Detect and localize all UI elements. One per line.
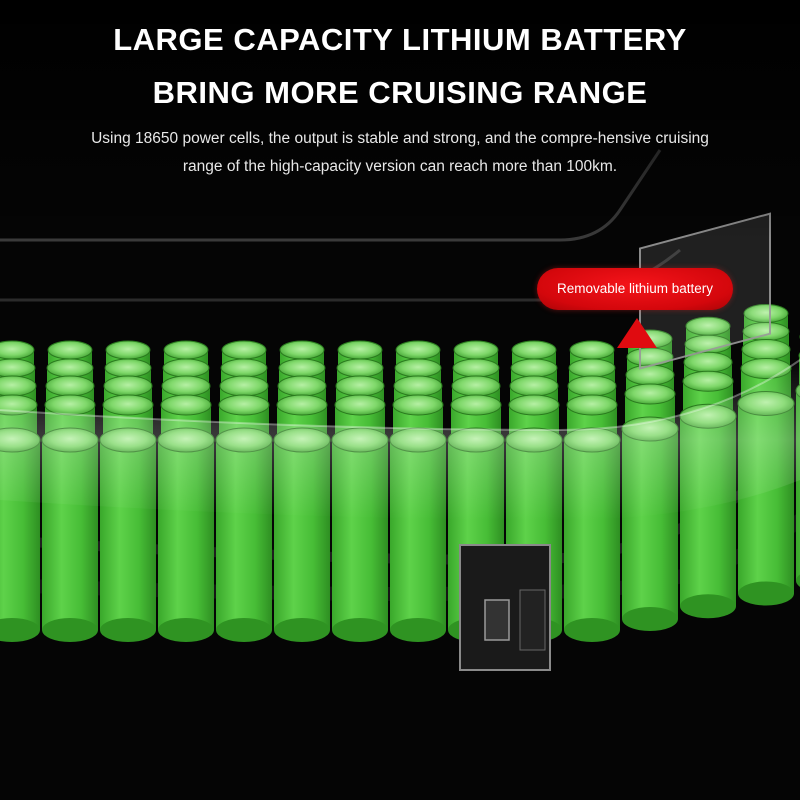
battery-cell-cap bbox=[161, 375, 211, 397]
battery-cell-cap bbox=[218, 394, 270, 416]
battery-cell-cap bbox=[567, 375, 617, 397]
battery-cell-cap bbox=[279, 340, 325, 360]
battery-cell-base bbox=[332, 618, 388, 642]
battery-cell-base bbox=[564, 618, 620, 642]
battery-cell-base bbox=[42, 618, 98, 642]
battery-cell-cap bbox=[277, 375, 327, 397]
battery-cell-cap bbox=[395, 340, 441, 360]
battery-cell-cap bbox=[450, 394, 502, 416]
battery-cell-base bbox=[0, 618, 40, 642]
battery-cell-base bbox=[390, 618, 446, 642]
battery-cell-cap bbox=[103, 375, 153, 397]
battery-cell-cap bbox=[393, 375, 443, 397]
battery-cell-base bbox=[100, 618, 156, 642]
battery-cell-cap bbox=[219, 375, 269, 397]
battery-cell-base bbox=[680, 594, 736, 619]
battery-cell-cap bbox=[741, 338, 791, 360]
battery-cell-cap bbox=[625, 364, 675, 386]
battery-cell-cap bbox=[104, 358, 152, 378]
battery-cell-cap bbox=[46, 358, 94, 378]
battery-cell-cap bbox=[509, 375, 559, 397]
battery-cell-cap bbox=[163, 340, 209, 360]
headline-line-2: BRING MORE CRUISING RANGE bbox=[152, 75, 648, 110]
battery-cell-cap bbox=[452, 358, 500, 378]
callout-badge: Removable lithium battery bbox=[537, 268, 733, 310]
battery-cell-base bbox=[216, 618, 272, 642]
battery-cell-cap bbox=[160, 394, 212, 416]
battery-cell-cap bbox=[45, 375, 95, 397]
battery-cell-cap bbox=[394, 358, 442, 378]
headline-line-1: LARGE CAPACITY LITHIUM BATTERY bbox=[113, 22, 687, 57]
battery-cell-cap bbox=[221, 340, 267, 360]
battery-cell-cap bbox=[102, 394, 154, 416]
battery-cell-cap bbox=[0, 340, 35, 360]
battery-cell-cap bbox=[162, 358, 210, 378]
battery-cell-base bbox=[738, 581, 794, 606]
battery-cell-cap bbox=[276, 394, 328, 416]
battery-cell-cap bbox=[105, 340, 151, 360]
battery-cell-cap bbox=[451, 375, 501, 397]
battery-cell-base bbox=[796, 574, 800, 587]
triangle-up-icon bbox=[617, 318, 657, 348]
battery-cell-cap bbox=[278, 358, 326, 378]
battery-cell-cap bbox=[220, 358, 268, 378]
battery-cell-base bbox=[622, 607, 678, 631]
battery-cell-cap bbox=[510, 358, 558, 378]
battery-cell-cap bbox=[337, 340, 383, 360]
battery-cell-cap bbox=[508, 394, 560, 416]
battery-cell-cap bbox=[511, 340, 557, 360]
battery-cell-cap bbox=[569, 340, 615, 360]
description-text: Using 18650 power cells, the output is s… bbox=[91, 130, 709, 175]
battery-cell bbox=[796, 390, 800, 581]
battery-cell-cap bbox=[44, 394, 96, 416]
battery-cell-cap bbox=[682, 370, 734, 392]
battery-cell-cap bbox=[47, 340, 93, 360]
battery-cell-cap bbox=[334, 394, 386, 416]
battery-cell-base bbox=[274, 618, 330, 642]
battery-cell-cap bbox=[453, 340, 499, 360]
battery-cell-cap bbox=[392, 394, 444, 416]
battery-cell-cap bbox=[335, 375, 385, 397]
battery-cell-cap bbox=[568, 358, 616, 378]
battery-cell-base bbox=[158, 618, 214, 642]
battery-cell-cap bbox=[624, 383, 676, 405]
battery-cell-cap bbox=[336, 358, 384, 378]
battery-cell-cap bbox=[566, 394, 618, 416]
